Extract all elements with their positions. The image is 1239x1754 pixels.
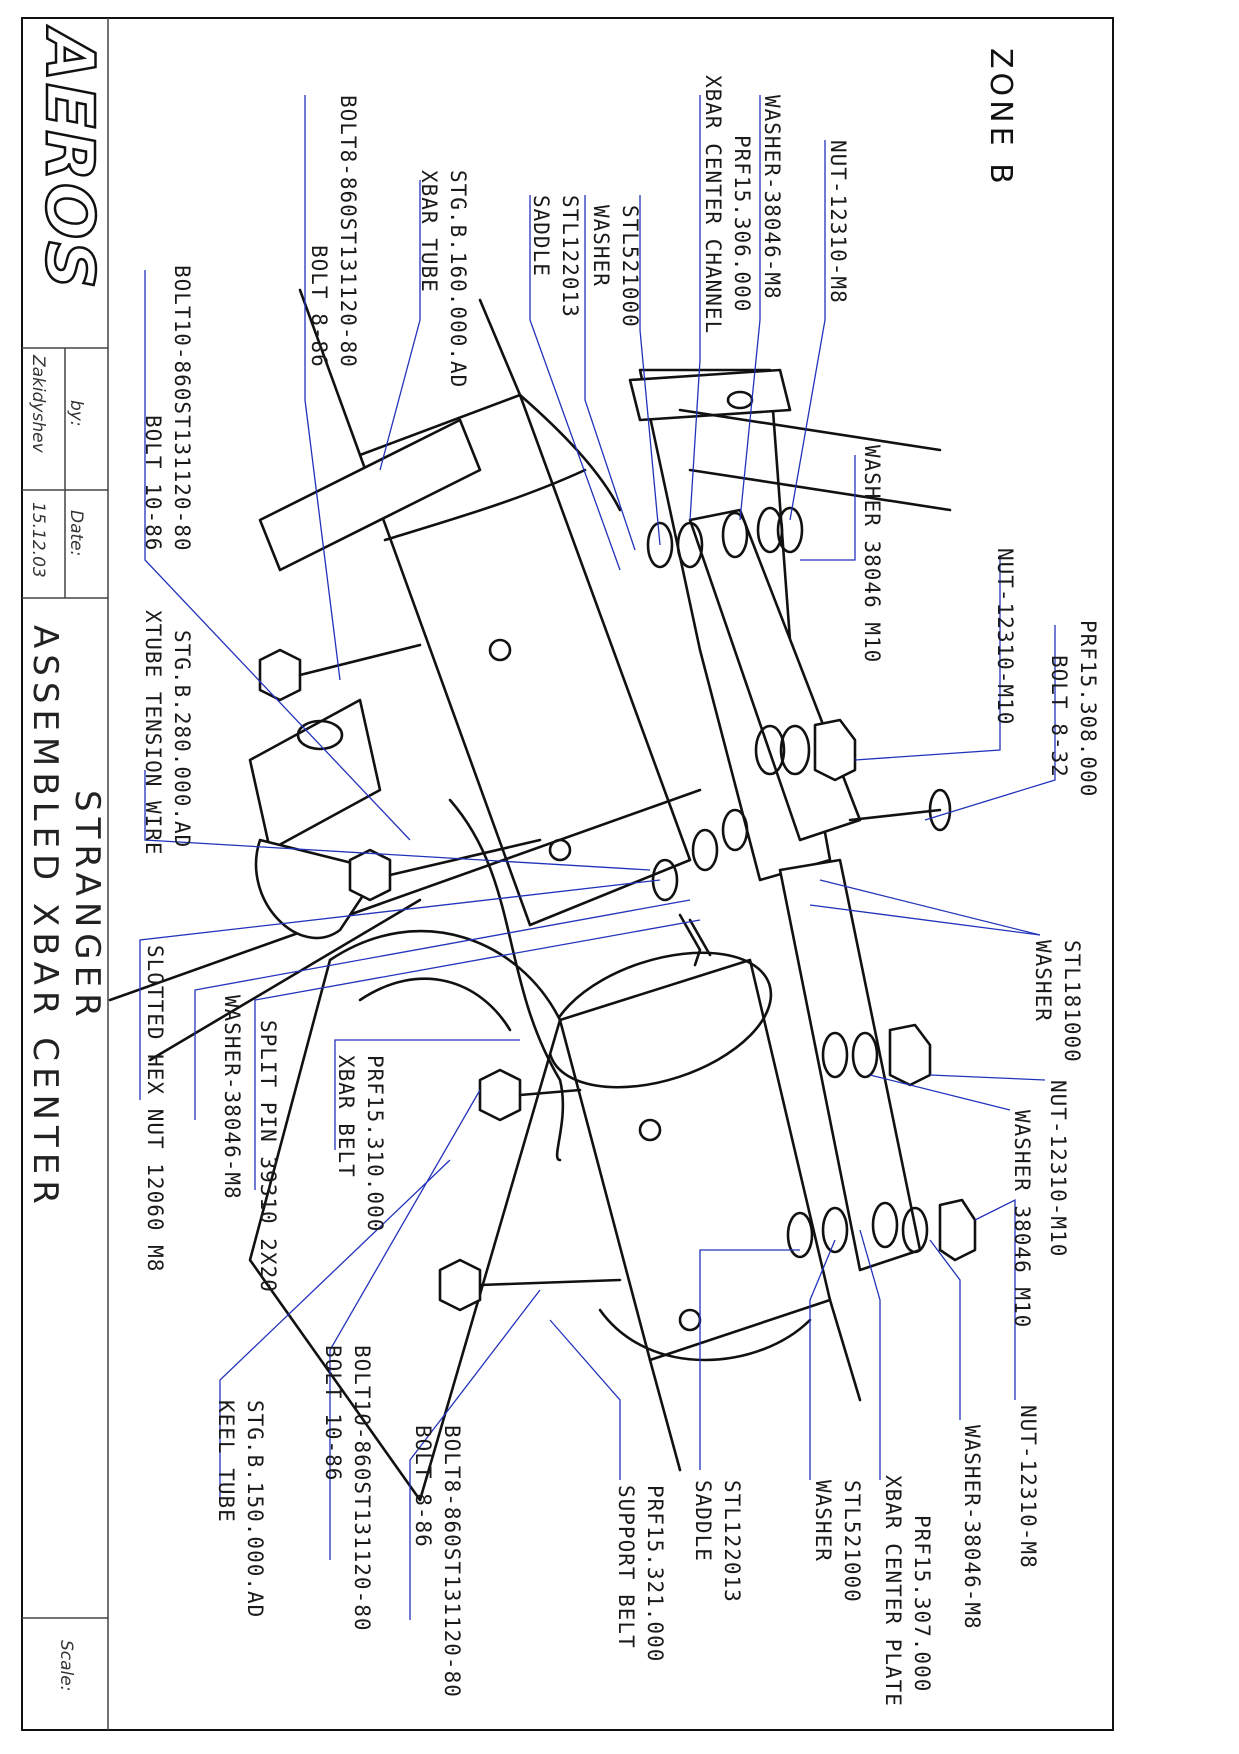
callout-nut-12310-m10-top: NUT-12310-M10 xyxy=(993,548,1017,726)
split-pin-shape xyxy=(678,913,712,967)
xbar-tube-band xyxy=(383,468,587,542)
by-label: by: xyxy=(66,400,86,427)
callout-bolt8-bottom: BOLT8-860ST131120-80 BOLT 8-86 xyxy=(411,1425,464,1698)
callout-prf15-310: PRF15.310.000 XBAR BELT xyxy=(334,1055,387,1233)
keel-tube-hole xyxy=(638,1118,662,1142)
zone-title: ZONE B xyxy=(983,48,1018,188)
keel-tube-saddle xyxy=(598,1308,812,1362)
tension-wire xyxy=(108,788,702,1002)
callout-stl521000-top: STL521000 WASHER xyxy=(589,205,642,328)
bolt-lower-left xyxy=(348,838,542,902)
callout-bolt10-bottom: BOLT10-860ST131120-80 BOLT 10-86 xyxy=(321,1345,374,1632)
callout-prf15-308: PRF15.308.000 BOLT 8-32 xyxy=(1047,620,1100,798)
callout-washer-38046-m10-top: WASHER 38046 M10 xyxy=(860,445,884,664)
callout-slotted-nut: SLOTTED HEX NUT 12060 M8 xyxy=(143,945,167,1273)
date-label: Date: xyxy=(66,510,86,557)
xbar-tube-outline xyxy=(358,393,692,927)
keel-tube-outline xyxy=(558,958,832,1362)
product-name: STRANGER xyxy=(67,790,107,1023)
callout-washer-38046-m8-left: WASHER-38046-M8 xyxy=(220,995,244,1200)
leader-lines xyxy=(139,95,1056,1620)
callout-stg-b160: STG.B.160.000.AD XBAR TUBE xyxy=(417,170,470,389)
keel-plate-inner xyxy=(358,977,512,1032)
callout-prf15-307: PRF15.307.000 XBAR CENTER PLATE xyxy=(881,1475,934,1707)
callout-stl521000-bottom: STL521000 WASHER xyxy=(811,1480,864,1603)
callout-washer-38046-m8-bottom: WASHER-38046-M8 xyxy=(960,1425,984,1630)
bracket-hole xyxy=(296,719,344,751)
callout-prf15-306: PRF15.306.000 XBAR CENTER CHANNEL xyxy=(701,75,754,335)
bolt-upper-left xyxy=(258,643,422,702)
drawing-title: ASSEMBLED XBAR CENTER xyxy=(25,625,65,1210)
callout-stl181000: STL181000 WASHER xyxy=(1031,940,1084,1063)
aeros-logo: AEROS xyxy=(30,29,110,292)
keel-plate xyxy=(248,929,562,1502)
top-channel-frame xyxy=(628,368,792,422)
callout-split-pin: SPLIT PIN 39310 2X20 xyxy=(256,1020,280,1293)
xbar-tube-hole xyxy=(488,638,512,662)
washer-nut-stack-bottom xyxy=(786,1198,977,1262)
author-name: Zakidyshev xyxy=(28,355,48,453)
callout-stl122013-top: STL122013 SADDLE xyxy=(529,195,582,318)
callout-stg-b280: STG.B.280.000.AD XTUBE TENSION WIRE xyxy=(141,610,194,856)
callout-stl122013-bottom: STL122013 SADDLE xyxy=(691,1480,744,1603)
callout-bolt10-top: BOLT10-860ST131120-80 BOLT 10-86 xyxy=(141,265,194,552)
callout-nut-12310-m10-bottom: NUT-12310-M10 xyxy=(1046,1080,1070,1258)
sheet-border xyxy=(21,17,1114,1731)
callout-washer-38046-m10-bottom: WASHER 38046 M10 xyxy=(1010,1110,1034,1329)
assembly-drawing xyxy=(108,288,977,1502)
callout-nut-12310-m8-bottom: NUT-12310-M8 xyxy=(1016,1405,1040,1569)
callout-prf15-321: PRF15.321.000 SUPPORT BELT xyxy=(614,1485,667,1663)
scale-label: Scale: xyxy=(56,1640,76,1692)
bolt-keel-2 xyxy=(438,1258,622,1312)
callout-nut-12310-m8-top: NUT-12310-M8 xyxy=(826,140,850,304)
callout-washer-38046-m8-top: WASHER-38046-M8 xyxy=(760,95,784,300)
callout-stg-b150: STG.B.150.000.AD KEEL TUBE xyxy=(214,1400,267,1619)
washer-nut-stack-top xyxy=(646,506,804,569)
channel-arm xyxy=(258,418,482,572)
washer-nut-stack-mid xyxy=(754,718,857,782)
washer-nut-stack-center xyxy=(651,808,749,902)
callout-bolt8-top: BOLT8-860ST131120-80 BOLT 8-86 xyxy=(307,95,360,368)
bolt-pin xyxy=(848,788,952,832)
date-value: 15.12.03 xyxy=(28,502,48,578)
title-block-frame xyxy=(22,18,109,1730)
bolt-keel xyxy=(478,1068,582,1122)
